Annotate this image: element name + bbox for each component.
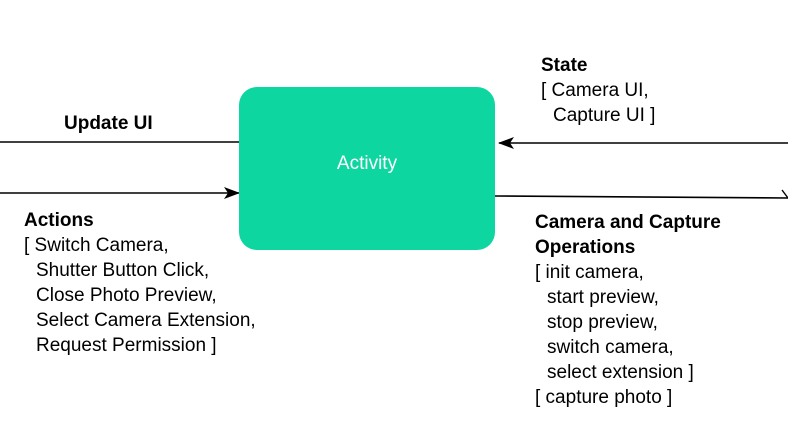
- update-ui-title: Update UI: [64, 113, 153, 134]
- actions-line: Shutter Button Click,: [36, 260, 210, 281]
- state-label: State [ Camera UI, Capture UI ]: [541, 53, 655, 128]
- actions-label: Actions [ Switch Camera, Shutter Button …: [24, 208, 256, 358]
- operations-line-text: stop preview,: [547, 312, 658, 333]
- operations-line-text: [ init camera,: [535, 262, 644, 283]
- state-line: [ Camera UI,: [541, 80, 649, 101]
- actions-line: Close Photo Preview,: [36, 285, 217, 306]
- activity-label: Activity: [336, 152, 398, 174]
- actions-line: [ Switch Camera,: [24, 235, 169, 256]
- operations-label: Camera and Capture Operations [ init cam…: [535, 210, 721, 410]
- actions-line: Select Camera Extension,: [36, 310, 256, 331]
- operations-line-text: select extension ]: [547, 362, 694, 383]
- operations-line: [494, 195, 788, 199]
- operations-title: Camera and Capture: [535, 212, 721, 233]
- actions-title: Actions: [24, 210, 94, 231]
- state-line: Capture UI ]: [553, 105, 656, 126]
- state-title: State: [541, 55, 588, 76]
- actions-line: Request Permission ]: [36, 335, 217, 356]
- operations-line-text: [ capture photo ]: [535, 387, 673, 408]
- update-ui-label: Update UI: [64, 111, 153, 136]
- activity-box: Activity: [239, 87, 495, 250]
- operations-line-text: start preview,: [547, 287, 659, 308]
- operations-title: Operations: [535, 237, 636, 258]
- operations-line-text: switch camera,: [547, 337, 674, 358]
- operations-arrow-tip: [781, 189, 788, 199]
